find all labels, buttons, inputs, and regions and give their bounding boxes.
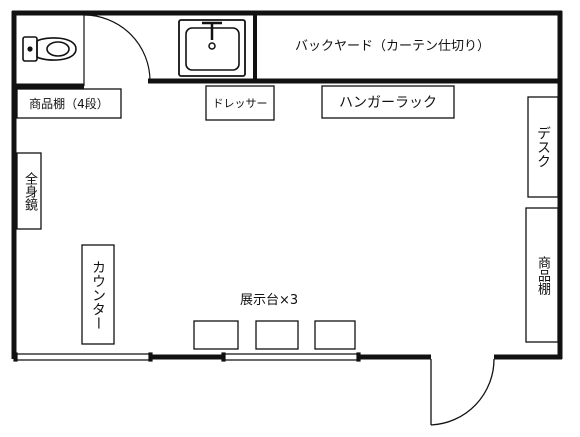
backyard-label: バックヤード（カーテン仕切り） xyxy=(295,39,491,54)
desk-box xyxy=(527,96,559,198)
toilet-door-arc xyxy=(83,14,151,82)
windows xyxy=(13,352,361,362)
furniture-boxes xyxy=(16,85,559,350)
desk-label-text: デスク xyxy=(535,126,551,168)
dresser-label: ドレッサー xyxy=(212,97,268,110)
desk-label: デスク xyxy=(528,97,558,197)
window-mark xyxy=(148,352,153,362)
window-mark xyxy=(356,352,361,362)
counter-label: カウンター xyxy=(82,245,114,344)
display-table xyxy=(193,320,239,350)
shelf-top-label: 商品棚（4段） xyxy=(29,97,109,111)
shelf-right-label: 商品棚 xyxy=(526,208,558,342)
sink-icon xyxy=(178,19,246,77)
outer-walls xyxy=(11,10,563,360)
mirror-label-text: 全身鏡 xyxy=(22,171,37,211)
entrance-door xyxy=(430,358,495,426)
toilet-icon xyxy=(22,36,77,62)
shelf-right-label-text: 商品棚 xyxy=(535,255,550,295)
mirror-box xyxy=(16,152,42,230)
window-mark xyxy=(221,352,226,362)
display-label: 展示台×3 xyxy=(240,293,299,308)
window-mark xyxy=(13,352,18,362)
interior-walls xyxy=(14,13,562,89)
shelf-top-box xyxy=(16,88,122,119)
mirror-label: 全身鏡 xyxy=(17,153,41,229)
counter-box xyxy=(81,244,115,345)
counter-label-text: カウンター xyxy=(90,259,106,330)
hanger-rack-box xyxy=(321,85,455,119)
door-swing-arc xyxy=(430,358,495,426)
display-table xyxy=(255,320,299,350)
hanger-rack-label: ハンガーラック xyxy=(339,95,437,111)
dresser-box xyxy=(205,85,275,121)
shelf-right-box xyxy=(525,207,559,343)
display-table xyxy=(314,320,356,350)
